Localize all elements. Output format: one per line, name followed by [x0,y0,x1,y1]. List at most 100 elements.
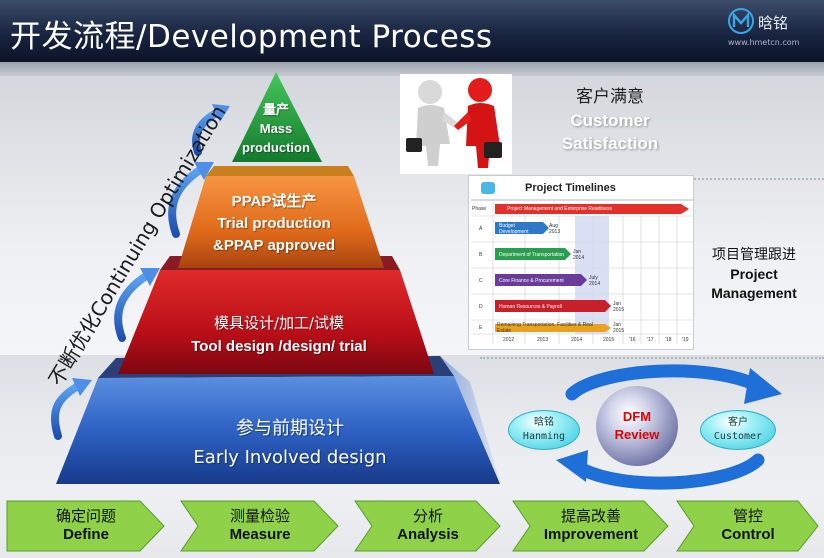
timeline-year-2015: 2015 [603,337,615,343]
timeline-row-b-phase: B [479,252,483,258]
step-measure: 测量检验 Measure [180,499,340,553]
optimize-arrow-1 [50,382,82,440]
tier-mass-en1: Mass [259,121,293,136]
divider-middle [480,357,824,359]
tier-mass-cn: 量产 [262,102,289,117]
step-define-arrow [6,500,165,552]
step-control-cn: 管控 [732,507,763,525]
timeline-row-a-task: Budget Development [499,223,529,235]
timeline-row-d-date: Jan 2015 [613,301,625,313]
cycle-customer-cn: 客户 [728,417,748,428]
tier-mass-front [232,72,322,162]
page-title: 开发流程/Development Process [10,19,493,55]
timeline-row-b-task: Department of Transportation [499,252,565,258]
cycle-hanming-en: Hanming [522,431,566,442]
dfm-review-line2: Review [614,427,660,442]
customer-satisfaction-cn: 客户满意 [576,87,644,107]
step-improvement-arrow [512,500,669,552]
timeline-row-c-date: July 2014 [589,275,601,287]
timeline-row-d-phase: D [479,304,483,310]
project-timeline-chart: Project Timelines Phase Project Manageme… [468,175,694,350]
timeline-year-17: '17 [647,337,654,343]
project-management-en1: Project [730,266,778,282]
step-define: 确定问题 Define [6,499,166,553]
optimize-arrow-1-head [72,378,92,396]
tier-tool-front [118,270,434,374]
project-management-label: 项目管理跟进 Project Management [698,246,810,303]
step-analysis: 分析 Analysis [354,499,502,553]
timeline-title: Project Timelines [525,182,616,194]
cycle-customer-en: Customer [713,431,763,442]
optimize-arrow-4-head [212,104,230,122]
tier-tool-label: 模具设计/加工/试模 Tool design /design/ trial [150,312,408,358]
customer-satisfaction-label: 客户满意 Customer Satisfaction [540,86,680,155]
timeline-row-e-date: Jan 2015 [613,322,625,334]
project-management-cn: 项目管理跟进 [712,247,796,263]
step-control-en: Control [721,526,775,543]
optimize-arrow-2-head [140,268,160,286]
dfm-cycle-arrows [556,364,782,490]
cycle-customer-bubble: 客户 Customer [700,410,776,450]
timeline-row-a-date: Aug 2013 [549,223,561,235]
timeline-phase-header: Phase [472,206,487,212]
optimize-arrow-3 [168,166,204,238]
step-control: 管控 Control [676,499,820,553]
tier-ppap-front [178,176,384,268]
step-analysis-arrow [354,500,501,552]
dfm-review-circle: DFM Review [596,386,678,466]
timeline-row-d-task: Human Resources & Payroll [499,304,562,310]
timeline-row-a-phase: A [479,226,483,232]
brand-logo-icon [728,8,754,34]
tier-ppap-top [206,166,354,176]
tier-tool-cn: 模具设计/加工/试模 [213,314,345,332]
step-define-cn: 确定问题 [55,507,116,525]
tier-mass-label: 量产 Mass production [226,100,326,157]
header-underband [0,62,824,76]
optimize-arrow-3-head [194,162,214,180]
timeline-year-19: '19 [682,337,689,343]
cycle-hanming-cn: 晗铭 [534,417,554,428]
header-bar: 开发流程/Development Process 晗铭 www.hmetcn.c… [0,0,824,62]
tier-ppap-label: PPAP试生产 Trial production &PPAP approved [176,191,372,257]
step-control-arrow [676,500,819,552]
optimize-arrow-4 [192,108,222,156]
tier-mass-en2: production [242,140,310,155]
step-measure-en: Measure [229,526,291,543]
tier-early-front [56,376,500,484]
tier-tool-en: Tool design /design/ trial [191,338,367,355]
dfm-review-line1: DFM [622,409,652,424]
timeline-year-2013: 2013 [537,337,549,343]
handshake-illustration-icon [400,74,512,174]
timeline-year-16: '16 [629,337,636,343]
customer-satisfaction-en2: Satisfaction [561,134,659,153]
tier-ppap-en2: &PPAP approved [213,237,335,254]
cycle-hanming-bubble: 晗铭 Hanming [508,410,580,450]
timeline-row-e-phase: E [479,325,483,331]
timeline-year-2014: 2014 [571,337,583,343]
step-analysis-cn: 分析 [412,507,443,525]
step-improvement-cn: 提高改善 [560,507,621,525]
step-define-en: Define [63,526,109,543]
step-measure-arrow [180,500,339,552]
brand-url: www.hmetcn.com [728,38,800,47]
project-management-en2: Management [711,285,797,301]
step-analysis-en: Analysis [397,526,459,543]
timeline-row-e-task: Remaining Transportation, Facilities & R… [497,322,593,334]
timeline-row-c-task: Core Finance & Procurement [499,278,564,284]
step-improvement: 提高改善 Improvement [512,499,670,553]
brand-name: 晗铭 [758,14,789,32]
timeline-header-bar: Project Management and Enterprise Readin… [507,206,613,212]
step-improvement-en: Improvement [543,526,639,543]
step-measure-cn: 测量检验 [229,507,290,525]
optimize-arrow-2 [114,272,150,342]
tier-ppap-en1: Trial production [217,215,331,232]
timeline-year-2012: 2012 [503,337,515,343]
timeline-row-b-date: Jan 2014 [573,249,585,261]
timeline-grid [471,182,693,344]
timeline-row-c-phase: C [479,278,483,284]
customer-satisfaction-en1: Customer [570,111,650,130]
tier-early-cn: 参与前期设计 [236,418,344,439]
tier-ppap-cn: PPAP试生产 [231,193,317,210]
tier-early-label: 参与前期设计 Early Involved design [150,414,430,472]
